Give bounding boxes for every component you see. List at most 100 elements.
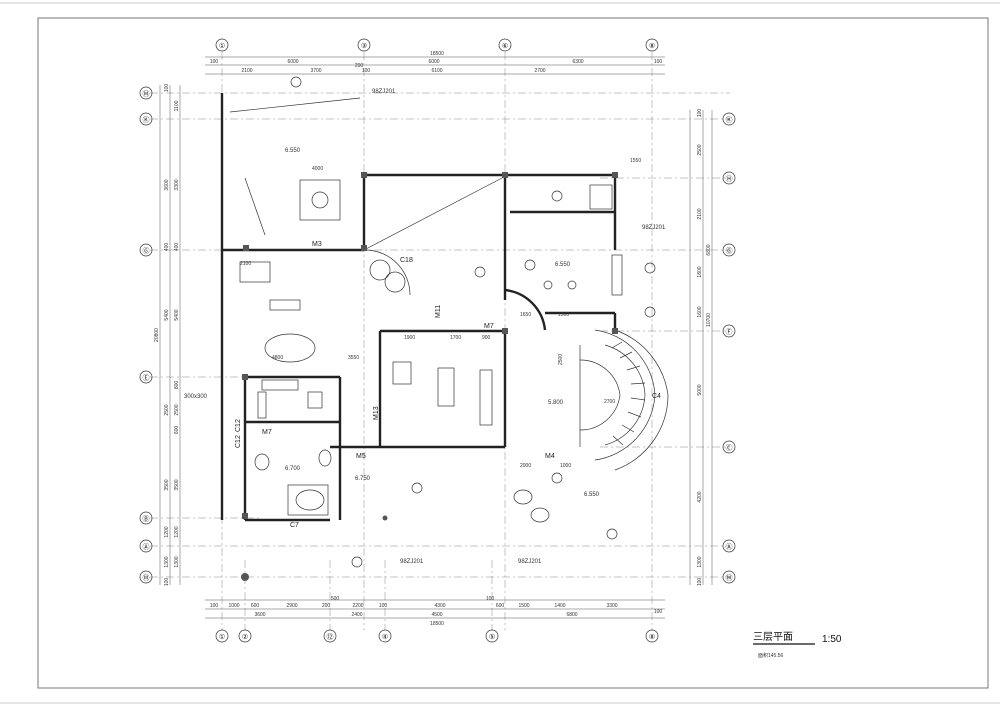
dim-2500: 2500 [558, 354, 564, 365]
dim-bot-r1-11: 1500 [518, 603, 529, 609]
dims-left: 20800 100 3600 400 5400 2500 3500 1200 1… [154, 84, 180, 587]
elev-2: 6.550 [555, 262, 571, 268]
dim-left-r2-4: 800 [174, 381, 180, 390]
drawing-title: 三层平面 [753, 631, 793, 643]
axis-left-b: Ⓑ [143, 515, 150, 523]
axis-bottom-5: ⑤ [489, 633, 495, 641]
axis-right-h: Ⓗ [726, 175, 733, 183]
dim-bot-r2-0: 3600 [254, 612, 265, 618]
dim-left-r2-7: 3500 [174, 479, 180, 490]
axis-right-f: Ⓕ [726, 328, 733, 336]
dim-1000: 1000 [560, 463, 571, 469]
dim-top-r2-4: 6100 [431, 68, 442, 74]
walls [220, 93, 617, 522]
axis-left-k: Ⓚ [143, 116, 150, 124]
window-c7-label: C7 [290, 522, 299, 529]
door-m11-label: M11 [435, 305, 442, 318]
dim-top-r1-4: 100 [654, 59, 663, 65]
dim-bot-r1-0: 100 [210, 603, 219, 609]
dim-left-r1-3: 5400 [164, 309, 170, 320]
dim-bot-total: 18500 [430, 621, 444, 627]
dim-top-r2-3: 100 [362, 68, 371, 74]
dims-right: 100 2500 2100 1800 1600 5000 4200 1300 1… [697, 109, 712, 587]
dim-right-r1-6: 4200 [697, 491, 703, 502]
dim-top-r1-2: 6000 [428, 59, 439, 65]
dim-bot-r2-2: 4500 [431, 612, 442, 618]
dim-bot-r1-9: 100 [486, 596, 495, 602]
axis-bubbles: ① ③ ⑥ ⑧ ① ② ⑫ ④ ⑤ ⑧ Ⓜ Ⓚ Ⓖ Ⓔ Ⓑ Ⓐ Ⓜ Ⓚ Ⓗ Ⓖ … [139, 38, 736, 643]
dim-bot-r1-8: 4300 [434, 603, 445, 609]
axis-left-a: Ⓐ [143, 543, 150, 551]
window-c18-label: C18 [400, 257, 413, 264]
axis-left-m-bottom: Ⓜ [143, 574, 150, 582]
axis-bottom-1: ① [219, 633, 225, 641]
annotations: M3 M7 M7 M11 M13 M5 M4 C18 C12 C12 C7 C4… [184, 89, 666, 565]
dim-left-r1-0: 100 [164, 84, 170, 93]
axis-bottom-12: ⑫ [327, 633, 334, 641]
dim-top-r1-3: 6300 [572, 59, 583, 65]
axis-left-g: Ⓖ [143, 247, 150, 255]
dim-left-r1-6: 1200 [164, 526, 170, 537]
dim-bot-r2-1: 2400 [351, 612, 362, 618]
dim-left-r1-1: 3600 [164, 179, 170, 190]
dim-right-r1-0: 100 [697, 109, 703, 118]
dim-bot-r1-13: 3300 [606, 603, 617, 609]
window-c4-label: C4 [652, 393, 661, 400]
dimension-lines [159, 56, 713, 619]
dim-1650: 1650 [520, 312, 531, 318]
dim-top-r1-1: 6000 [287, 59, 298, 65]
dim-bot-r2-3: 6800 [566, 612, 577, 618]
dims-top: 18500 100 6000 6000 6300 100 2100 3700 2… [210, 51, 663, 74]
dim-4800: 4800 [272, 355, 283, 361]
elev-3: 6.550 [584, 492, 600, 498]
axis-bottom-8: ⑧ [649, 633, 655, 641]
dim-right-r1-5: 5000 [697, 384, 703, 395]
dim-left-r2-2: 400 [174, 243, 180, 252]
dims-bottom: 100 1000 600 2900 200 500 2200 100 4300 … [210, 596, 663, 627]
door-m7-mid-label: M7 [262, 429, 272, 436]
dim-left-r1-5: 3500 [164, 479, 170, 490]
axis-bottom-2: ② [242, 633, 248, 641]
axis-right-m: Ⓜ [726, 574, 733, 582]
dim-bot-r1-2: 600 [251, 603, 260, 609]
dim-900: 900 [482, 335, 491, 341]
dim-left-r1-2: 400 [164, 243, 170, 252]
dim-right-r2-1: 10700 [706, 313, 712, 327]
ref-3: 98ZJ201 [400, 559, 424, 565]
dim-bot-r1-1: 1000 [228, 603, 239, 609]
door-m3-label: M3 [312, 241, 322, 248]
dim-left-r1-7: 1300 [164, 556, 170, 567]
ref-2: 98ZJ201 [642, 225, 666, 231]
dim-2100: 2100 [240, 261, 251, 267]
dim-top-r2-1: 3700 [310, 68, 321, 74]
dim-bot-r1-7: 100 [379, 603, 388, 609]
dim-left-r2-6: 600 [174, 426, 180, 435]
axis-bottom-4: ④ [382, 633, 388, 641]
ref-1: 98ZJ201 [372, 89, 396, 95]
dim-bot-r1-5: 500 [331, 596, 340, 602]
dim-top-r2-5: 2700 [534, 68, 545, 74]
dim-bot-r1-4: 200 [322, 603, 331, 609]
dim-3550: 3550 [348, 355, 359, 361]
dim-2700: 2700 [604, 399, 615, 405]
dim-left-r2-0: 1100 [174, 100, 180, 111]
dim-top-total: 18500 [430, 51, 444, 57]
door-m7-top-label: M7 [484, 323, 494, 330]
window-c12b-label: C12 [235, 419, 242, 432]
sheet-border [37, 17, 989, 689]
ref-4: 98ZJ201 [518, 559, 542, 565]
dim-bot-r1-12: 1400 [554, 603, 565, 609]
dim-right-r1-7: 1300 [697, 556, 703, 567]
dim-bot-r1-3: 2900 [286, 603, 297, 609]
dim-right-r2-0: 6800 [706, 244, 712, 255]
axis-left-m-top: Ⓜ [143, 90, 150, 98]
dim-left-total: 20800 [154, 328, 160, 342]
dim-2000: 2000 [520, 463, 531, 469]
grid-lines [150, 52, 730, 630]
axis-top-6: ⑥ [502, 42, 508, 50]
columns [241, 172, 618, 581]
elev-6: 5.800 [548, 400, 564, 406]
dim-1500: 1500 [558, 312, 569, 318]
dim-1700: 1700 [450, 335, 461, 341]
drawing-area: 面积145.56 [758, 652, 784, 659]
